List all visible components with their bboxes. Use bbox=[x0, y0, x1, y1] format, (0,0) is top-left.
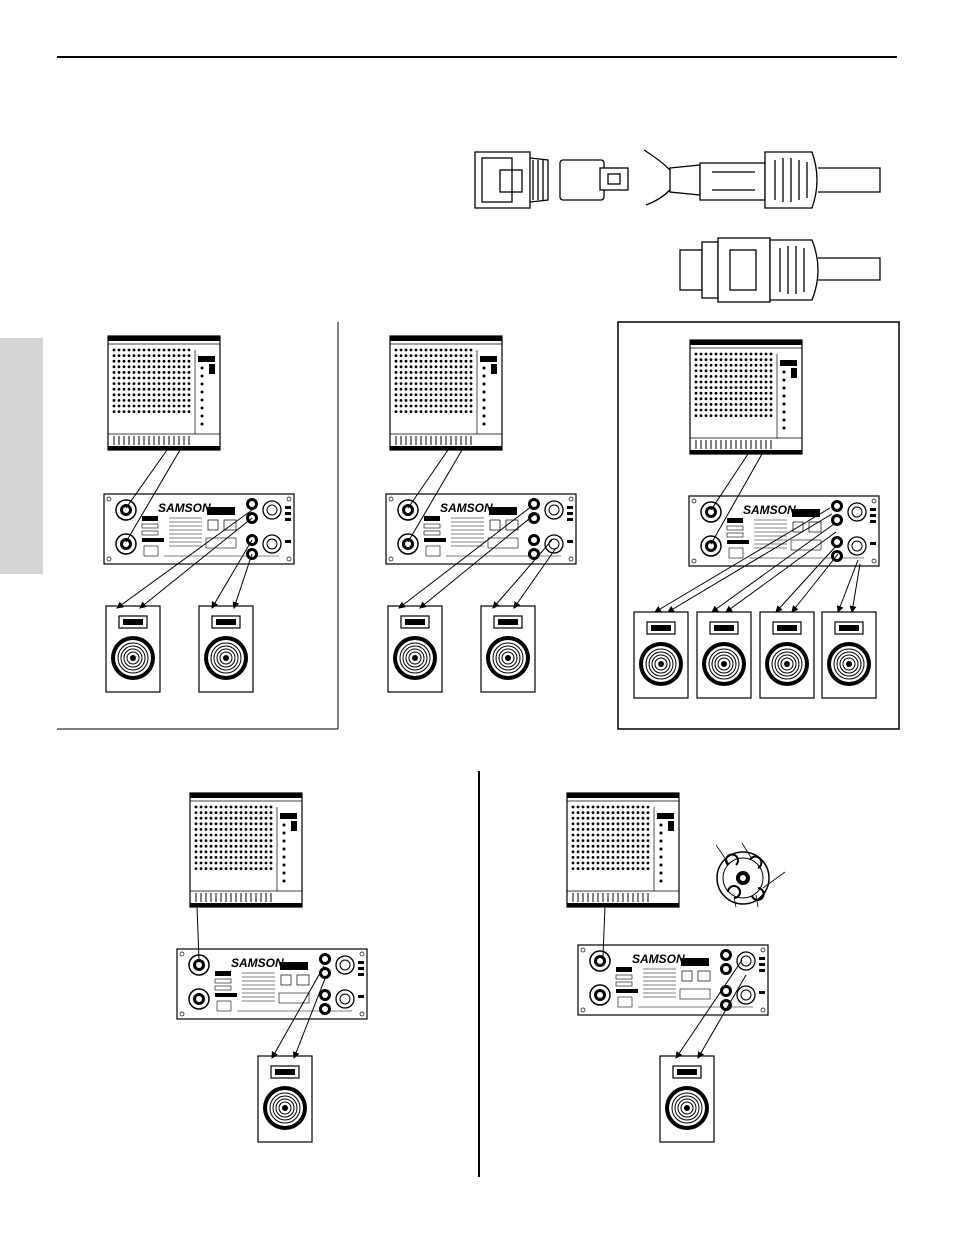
four-speaker-wiring-diagram bbox=[634, 340, 879, 698]
side-tab bbox=[0, 338, 43, 574]
speakon-jack-closeup-icon bbox=[716, 843, 785, 907]
speakon-plug-exploded-icon bbox=[475, 150, 880, 208]
bridge-mono-speakon-wiring-diagram bbox=[567, 793, 785, 1142]
parallel-wiring-diagram bbox=[386, 336, 576, 692]
speakon-plug-assembled-icon bbox=[680, 238, 880, 302]
stereo-wiring-diagram bbox=[104, 336, 294, 692]
bridge-mono-wiring-diagram bbox=[177, 793, 367, 1142]
